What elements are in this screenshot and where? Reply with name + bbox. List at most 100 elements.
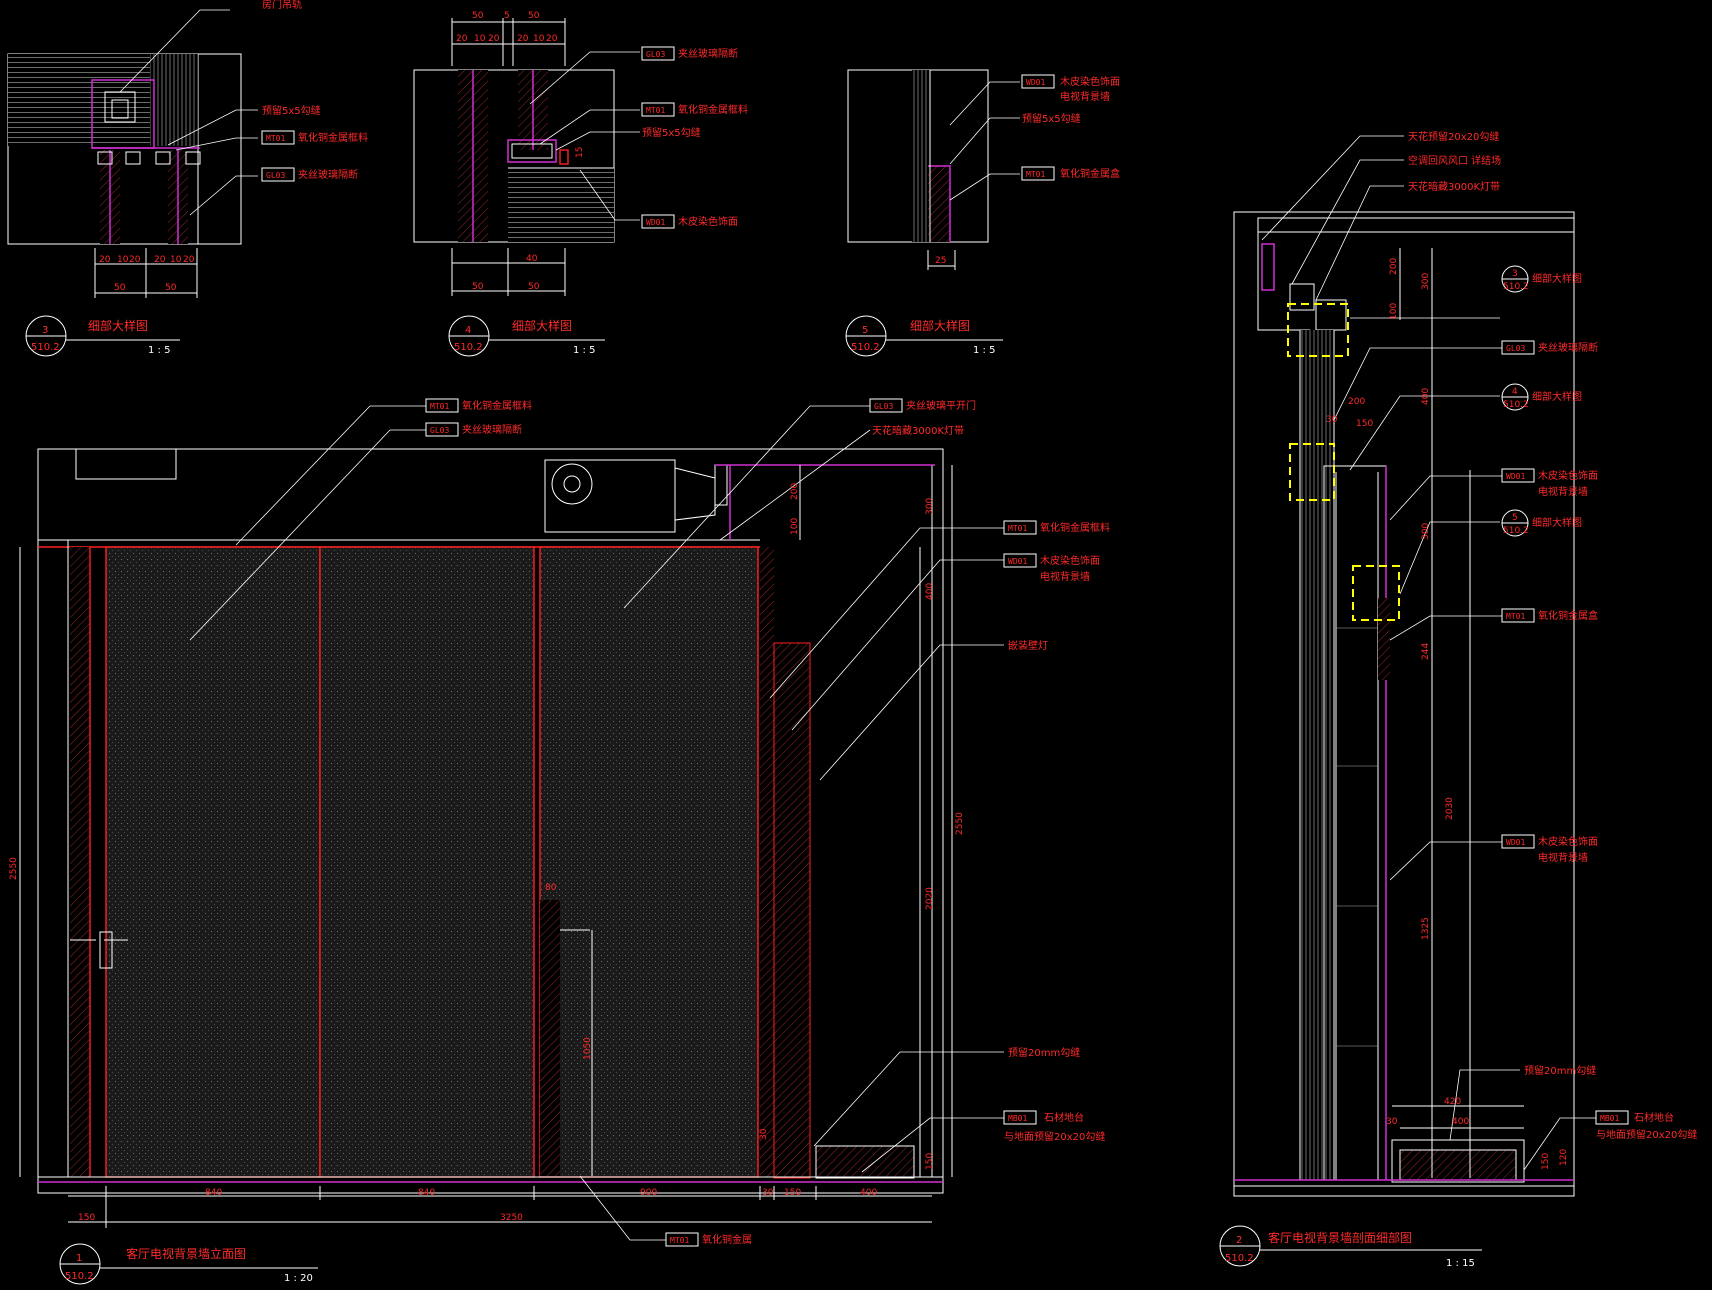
- elev-label-i2: 与地面预留20x20勾缝: [1004, 1130, 1105, 1143]
- svg-text:50: 50: [114, 283, 126, 293]
- sec-label-i: 氧化铜金属盒: [1538, 609, 1598, 622]
- detail4-tag-a: [641, 46, 675, 61]
- svg-text:5: 5: [1512, 513, 1518, 523]
- svg-text:GL03: GL03: [430, 426, 449, 435]
- svg-text:WD01: WD01: [1506, 472, 1525, 481]
- svg-text:MT01: MT01: [1026, 170, 1045, 179]
- sec-label-k: 预留20mm勾缝: [1524, 1064, 1596, 1077]
- svg-text:50: 50: [528, 282, 540, 292]
- svg-text:840: 840: [205, 1188, 222, 1198]
- svg-text:150: 150: [1541, 1153, 1551, 1170]
- detail5-label-a: 木皮染色饰面: [1060, 75, 1120, 88]
- svg-text:20: 20: [456, 34, 468, 44]
- elevation-title: 客厅电视背景墙立面图: [126, 1246, 246, 1261]
- detail3-label-b: 预留5x5勾缝: [262, 104, 321, 117]
- elev-tag-c: [869, 398, 903, 413]
- detail4-label-c: 预留5x5勾缝: [642, 126, 701, 139]
- sec-label-e: 夹丝玻璃隔断: [1538, 341, 1598, 354]
- svg-text:400: 400: [925, 583, 935, 600]
- sec-tag-j: [1501, 834, 1535, 849]
- sec-label-g: 木皮染色饰面: [1538, 469, 1598, 482]
- detail3-tag-c: [261, 130, 295, 145]
- detail3-tag-d: [261, 167, 295, 182]
- svg-text:5: 5: [504, 11, 510, 21]
- elev-label-d: 天花暗藏3000K灯带: [872, 424, 964, 437]
- sec-tag-e: [1501, 340, 1535, 355]
- svg-text:2030: 2030: [1445, 797, 1455, 820]
- svg-text:510.2: 510.2: [1503, 526, 1529, 536]
- detail5-tag-a: [1021, 74, 1055, 89]
- svg-text:200: 200: [790, 483, 800, 500]
- svg-text:2550: 2550: [955, 812, 965, 835]
- section-2: 天花预留20x20勾缝 空调回风风口 详结场 天花暗藏3000K灯带 3 510…: [1219, 130, 1697, 1269]
- svg-text:30: 30: [1386, 1117, 1398, 1127]
- detail4-title: 细部大样图: [512, 318, 572, 333]
- svg-text:150: 150: [925, 1153, 935, 1170]
- section-title: 客厅电视背景墙剖面细部图: [1268, 1230, 1412, 1245]
- elevation-1: MT01 氧化铜金属框料 GL03 夹丝玻璃隔断 GL03 夹丝玻璃平开门 天花…: [9, 398, 1110, 1285]
- svg-text:GL03: GL03: [646, 50, 665, 59]
- svg-text:GL03: GL03: [874, 402, 893, 411]
- sec-tag-l: [1595, 1110, 1629, 1125]
- svg-text:MT01: MT01: [646, 106, 665, 115]
- elev-label-f2: 电视背景墙: [1040, 570, 1090, 583]
- elev-label-h: 预留20mm勾缝: [1008, 1046, 1080, 1059]
- svg-text:20: 20: [99, 255, 111, 265]
- elev-tag-i: [1003, 1110, 1037, 1125]
- detail3-scale: 1 : 5: [148, 345, 170, 356]
- detail5-label-c: 氧化铜金属盒: [1060, 167, 1120, 180]
- svg-text:25: 25: [935, 256, 946, 266]
- sec-label-a: 天花预留20x20勾缝: [1408, 130, 1499, 143]
- detail5-tag-c: [1021, 166, 1055, 181]
- svg-text:1: 1: [76, 1253, 82, 1264]
- svg-text:80: 80: [545, 883, 557, 893]
- svg-text:510.2: 510.2: [851, 342, 880, 353]
- sec-tag-g: [1501, 468, 1535, 483]
- elev-dim-left: 2550: [9, 857, 19, 880]
- detail4-tag-d: [641, 214, 675, 229]
- detail5-title: 细部大样图: [910, 318, 970, 333]
- svg-text:3: 3: [1512, 269, 1518, 279]
- detail5-label-a2: 电视背景墙: [1060, 90, 1110, 103]
- svg-text:10: 10: [117, 255, 129, 265]
- detail4-tag-b: [641, 102, 675, 117]
- svg-text:200: 200: [1348, 397, 1365, 407]
- svg-text:WD01: WD01: [1506, 838, 1525, 847]
- svg-text:10: 10: [474, 34, 486, 44]
- svg-text:50: 50: [165, 283, 177, 293]
- svg-text:150: 150: [1356, 419, 1373, 429]
- detail4-scale: 1 : 5: [573, 345, 595, 356]
- elev-label-c: 夹丝玻璃平开门: [906, 399, 976, 412]
- svg-text:510.2: 510.2: [65, 1271, 94, 1282]
- detail5-scale: 1 : 5: [973, 345, 995, 356]
- svg-text:5: 5: [862, 325, 868, 336]
- svg-text:GL03: GL03: [266, 171, 285, 180]
- svg-text:300: 300: [1421, 273, 1431, 290]
- elev-label-e: 氧化铜金属框料: [1040, 521, 1110, 534]
- svg-text:510.2: 510.2: [454, 342, 483, 353]
- svg-text:30: 30: [1326, 415, 1338, 425]
- svg-text:300: 300: [925, 498, 935, 515]
- sec-label-f: 细部大样图: [1532, 390, 1582, 403]
- svg-text:MT01: MT01: [1506, 612, 1525, 621]
- svg-text:510.2: 510.2: [1225, 1253, 1254, 1264]
- detail3-label-a: 房门吊轨: [262, 0, 302, 11]
- svg-text:20: 20: [546, 34, 558, 44]
- svg-text:30: 30: [762, 1188, 774, 1198]
- elev-label-b: 夹丝玻璃隔断: [462, 423, 522, 436]
- svg-text:200: 200: [1389, 258, 1399, 275]
- svg-text:30: 30: [759, 1128, 769, 1140]
- section-scale: 1 : 15: [1446, 1258, 1475, 1269]
- svg-text:900: 900: [640, 1188, 657, 1198]
- svg-text:40: 40: [526, 254, 538, 264]
- svg-text:WD01: WD01: [1026, 78, 1045, 87]
- svg-text:150: 150: [784, 1188, 801, 1198]
- svg-text:150: 150: [78, 1213, 95, 1223]
- svg-text:15: 15: [575, 147, 585, 158]
- svg-text:20: 20: [183, 255, 195, 265]
- detail-5: WD01 木皮染色饰面 电视背景墙 预留5x5勾缝 MT01 氧化铜金属盒 25…: [845, 69, 1120, 357]
- elev-label-a: 氧化铜金属框料: [462, 399, 532, 412]
- svg-text:MT01: MT01: [266, 134, 285, 143]
- svg-text:MT01: MT01: [1008, 524, 1027, 533]
- sec-label-j2: 电视背景墙: [1538, 851, 1588, 864]
